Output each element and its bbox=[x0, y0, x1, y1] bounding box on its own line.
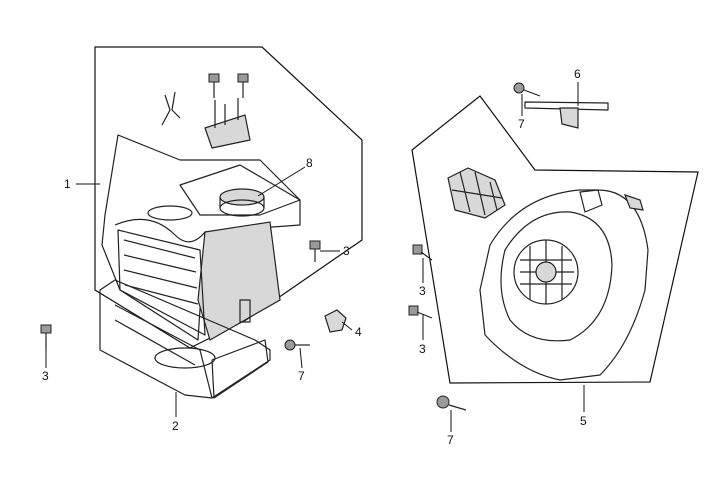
callout-3-right-upper: 3 bbox=[419, 284, 426, 298]
bolt-part-7-left bbox=[284, 339, 310, 351]
upper-bolts bbox=[208, 73, 249, 98]
bolt-part-7-top bbox=[513, 82, 541, 97]
callout-1: 1 bbox=[64, 177, 71, 191]
lower-housing bbox=[99, 279, 271, 399]
callout-7-bottom: 7 bbox=[447, 433, 454, 447]
clip-part bbox=[161, 91, 181, 126]
callout-7-left: 7 bbox=[298, 369, 305, 383]
bolt-part-7-bottom bbox=[436, 395, 467, 411]
callout-5: 5 bbox=[580, 414, 587, 428]
callout-4: 4 bbox=[355, 325, 362, 339]
bracket-part bbox=[204, 98, 251, 149]
callout-8: 8 bbox=[306, 156, 313, 170]
filler-cap bbox=[219, 188, 265, 217]
screw-part-3-right-b bbox=[408, 305, 433, 319]
callout-3-right-lower: 3 bbox=[419, 342, 426, 356]
screw-part-3-left bbox=[40, 324, 52, 350]
mounting-bracket bbox=[524, 101, 609, 129]
filter-element bbox=[447, 167, 506, 219]
leader-7b bbox=[299, 347, 303, 369]
group-outline-left bbox=[94, 46, 363, 349]
grommet-part bbox=[623, 194, 644, 211]
fan-cover bbox=[479, 189, 649, 381]
leader-8 bbox=[257, 166, 306, 197]
callout-3-left: 3 bbox=[42, 369, 49, 383]
callout-6: 6 bbox=[574, 67, 581, 81]
nut-part-4 bbox=[324, 309, 347, 333]
screw-part-3-right-a bbox=[412, 244, 433, 261]
group-outline-right bbox=[411, 95, 699, 384]
callout-3-mid: 3 bbox=[343, 244, 350, 258]
leader-4 bbox=[341, 321, 353, 331]
screw-part-3-mid bbox=[309, 240, 321, 262]
callout-2: 2 bbox=[172, 419, 179, 433]
shroud-assembly bbox=[101, 134, 301, 341]
callout-7-top: 7 bbox=[518, 117, 525, 131]
